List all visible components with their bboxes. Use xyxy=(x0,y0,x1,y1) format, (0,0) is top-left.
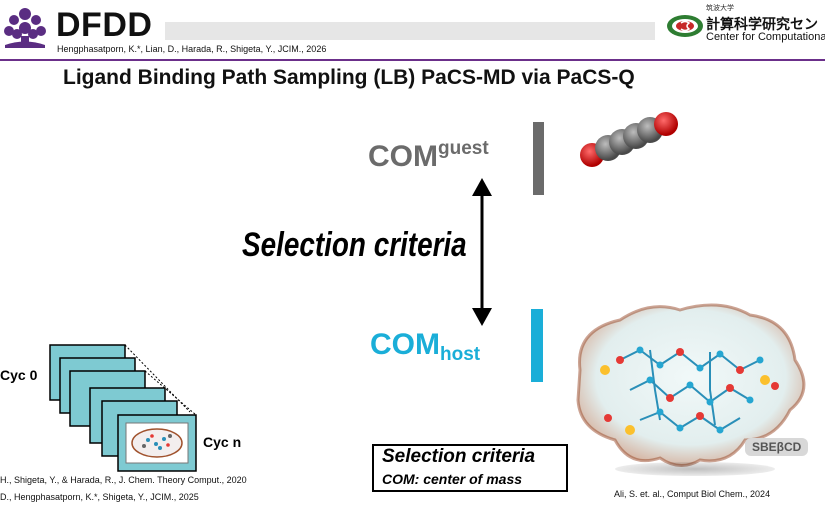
com-guest-superscript: guest xyxy=(438,138,489,159)
header-divider xyxy=(0,59,825,61)
slide-title: Ligand Binding Path Sampling (LB) PaCS-M… xyxy=(63,66,635,89)
reference-1: H., Shigeta, Y., & Harada, R., J. Chem. … xyxy=(0,475,247,485)
cycle-0-label: Cyc 0 xyxy=(0,367,38,383)
host-bar xyxy=(531,309,543,382)
center-name-jp: 計算科学研究セン xyxy=(706,16,818,32)
header-citation: Hengphasatporn, K.*, Lian, D., Harada, R… xyxy=(57,44,327,54)
com-guest-label: COMguest xyxy=(368,138,489,174)
center-logo-icon xyxy=(667,15,703,37)
header-band xyxy=(165,22,655,40)
com-host-main: COM xyxy=(370,328,440,361)
definition-title: Selection criteria xyxy=(382,446,536,467)
reference-3: Ali, S. et. al., Comput Biol Chem., 2024 xyxy=(614,489,771,499)
definition-subtitle: COM: center of mass xyxy=(382,471,523,487)
molecule-shadow xyxy=(615,462,775,476)
definition-box xyxy=(372,444,568,492)
cycle-frames-stack-image xyxy=(49,344,197,472)
center-name-en: Center for Computational S xyxy=(706,31,825,43)
double-arrow-icon xyxy=(472,178,492,326)
com-host-label: COMhost xyxy=(370,328,481,365)
university-crest-icon xyxy=(4,8,46,48)
cycle-n-label: Cyc n xyxy=(203,434,242,450)
center-name-jp-small: 筑波大学 xyxy=(706,5,734,12)
host-molecule-image xyxy=(576,303,806,467)
com-guest-main: COM xyxy=(368,140,438,173)
reference-2: D., Hengphasatporn, K.*, Shigeta, Y., JC… xyxy=(0,492,199,502)
molecule-badge: SBEβCD xyxy=(745,438,809,456)
brand-title: DFDD xyxy=(56,6,153,44)
guest-molecule-image xyxy=(580,112,678,167)
guest-bar xyxy=(533,122,544,195)
selection-criteria-heading: Selection criteria xyxy=(242,226,467,264)
com-host-subscript: host xyxy=(440,344,481,365)
